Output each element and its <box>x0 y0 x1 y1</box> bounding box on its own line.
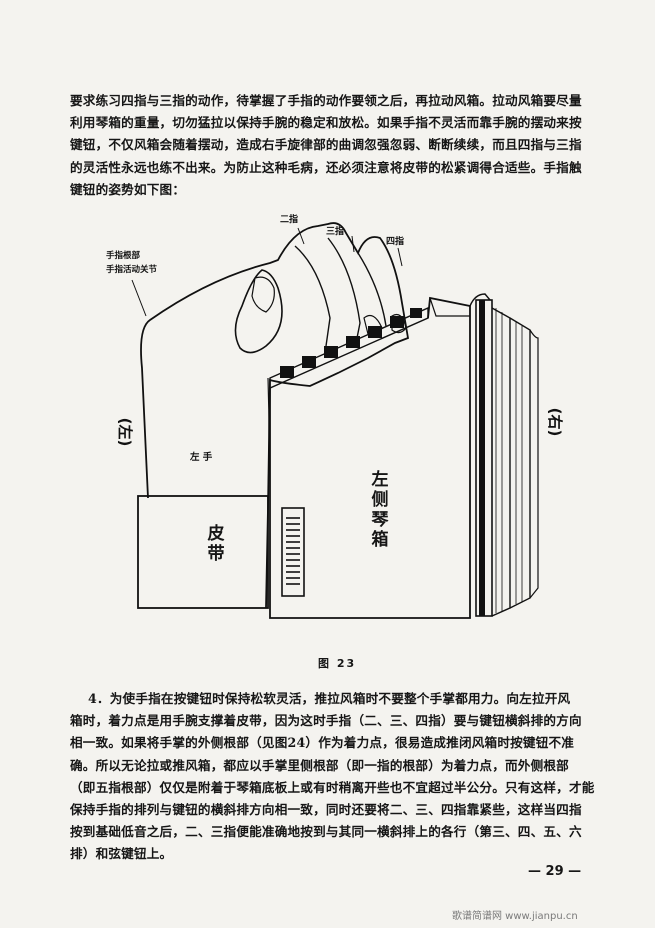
label-finger-joint: 手指活动关节 <box>106 264 158 275</box>
paragraph-line: 键钮的姿势如下图： <box>70 181 186 197</box>
figure-caption: 图 23 <box>318 657 357 670</box>
paragraph-line: 按到基础低音之后，二、三指便能准确地按到与其同一横斜排上的各行（第三、四、五、六 <box>70 824 582 840</box>
label-right-side: (右) <box>546 408 564 437</box>
thumb-outline <box>234 269 283 354</box>
watermark-text: 歌谱简谱网 www.jianpu.cn <box>452 911 578 922</box>
hand-outline <box>140 222 410 609</box>
paragraph-line: 排）和弦键钮上。 <box>70 846 173 862</box>
paragraph-line: 确。所以无论拉或推风箱，都应以手掌里侧根部（即一指的根部）为着力点，而外侧根部 <box>70 757 569 773</box>
paragraph-line: 的灵活性永远也练不出来。为防止这种毛病，还必须注意将皮带的松紧调得合适些。手指触 <box>70 159 582 175</box>
label-finger3: 三指 <box>326 225 344 237</box>
paragraph-line: 键钮，不仅风箱会随着摆动，造成右手旋律部的曲调忽强忽弱、断断续续，而且四指与三指 <box>70 137 582 153</box>
label-finger4: 四指 <box>386 235 404 247</box>
label-left-side: (左) <box>116 418 134 447</box>
paragraph-line: 4．为使手指在按键钮时保持松软灵活，推拉风箱时不要整个手掌都用力。向左拉开风 <box>88 691 571 706</box>
hand-on-buttons-illustration: 二指 三指 四指 手指根部 手指活动关节 (左) (右) 左 手 <box>106 213 564 619</box>
label-left-hand: 左 手 <box>189 451 213 463</box>
paragraph-line: 要求练习四指与三指的动作，待掌握了手指的动作要领之后，再拉动风箱。拉动风箱要尽量 <box>70 93 582 108</box>
strap-buckle <box>281 507 305 597</box>
bass-box-outline <box>269 296 471 619</box>
paragraph-line: （即五指根部）仅仅是附着于琴箱底板上或有时稍离开些也不宜超过半公分。只有这样，才… <box>70 779 595 795</box>
paragraph-2: 4．为使手指在按键钮时保持松软灵活，推拉风箱时不要整个手掌都用力。向左拉开风 箱… <box>70 688 632 866</box>
paragraph-1: 要求练习四指与三指的动作，待掌握了手指的动作要领之后，再拉动风箱。拉动风箱要尽量… <box>70 90 632 201</box>
page-number: — 29 — <box>528 864 582 879</box>
label-finger-root: 手指根部 <box>106 250 141 261</box>
label-bass-box: 左侧琴箱 <box>371 470 389 550</box>
paragraph-line: 箱时，着力点是用手腕支撑着皮带，因为这时手指（二、三、四指）要与键钮横斜排的方向 <box>70 713 582 729</box>
paragraph-line: 保持手指的排列与键钮的横斜排方向相一致，同时还要将二、三、四指靠紧些，这样当四指 <box>70 802 582 818</box>
label-finger2: 二指 <box>280 213 298 225</box>
paragraph-line: 相一致。如果将手掌的外侧根部（见图24）作为着力点，很易造成推闭风箱时按键钮不准 <box>70 735 575 751</box>
paragraph-line: 利用琴箱的重量，切勿猛拉以保持手腕的稳定和放松。如果手指不灵活而靠手腕的摆动来按 <box>70 115 582 131</box>
label-strap: 皮带 <box>207 524 225 564</box>
strap <box>137 495 269 609</box>
